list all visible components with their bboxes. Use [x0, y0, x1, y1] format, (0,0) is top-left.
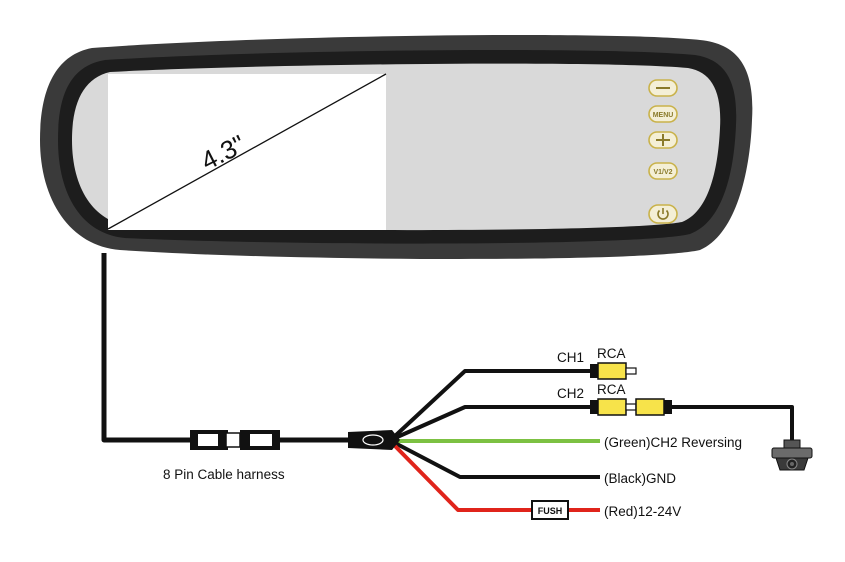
screen-diagonal — [107, 73, 387, 230]
black-wire — [394, 441, 600, 479]
menu-button-label: MENU — [653, 112, 674, 119]
ch1-wire — [393, 369, 592, 438]
ch2-rca-connector — [590, 398, 672, 416]
ch1-rca-label: RCA — [597, 346, 626, 361]
green-wire-label: (Green)CH2 Reversing — [604, 435, 742, 450]
power-button[interactable] — [648, 204, 678, 224]
v1v2-button-label: V1/V2 — [653, 169, 672, 176]
menu-button[interactable]: MENU — [648, 105, 678, 123]
v1v2-button[interactable]: V1/V2 — [648, 162, 678, 180]
mirror-buttons: MENU V1/V2 — [648, 79, 678, 224]
plus-button[interactable] — [648, 131, 678, 149]
rearview-mirror: 4.3" MENU V1/V2 — [40, 34, 753, 259]
red-wire — [393, 444, 532, 512]
camera-cable — [672, 405, 794, 440]
ch2-rca-label: RCA — [597, 382, 626, 397]
fuse-label: FUSH — [538, 506, 563, 516]
ch2-label: CH2 — [557, 386, 584, 401]
harness-label: 8 Pin Cable harness — [163, 467, 285, 482]
black-wire-label: (Black)GND — [604, 471, 676, 486]
reversing-camera-icon — [771, 439, 813, 471]
harness-connector — [190, 430, 280, 450]
minus-button[interactable] — [648, 79, 678, 97]
splitter-block — [348, 430, 400, 450]
fuse: FUSH — [531, 500, 569, 520]
red-wire-label: (Red)12-24V — [604, 504, 681, 519]
ch1-label: CH1 — [557, 350, 584, 365]
ch1-rca-connector — [590, 362, 637, 380]
cable-harness — [101, 253, 794, 512]
ch2-wire — [394, 405, 592, 440]
main-cable — [101, 253, 190, 443]
power-icon — [657, 208, 669, 220]
